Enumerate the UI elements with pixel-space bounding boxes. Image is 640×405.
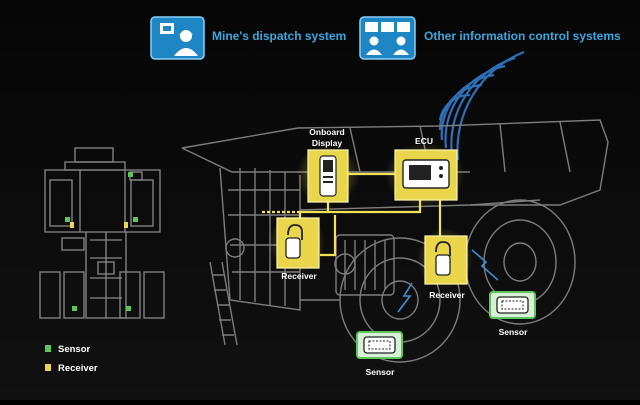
dump-truck-outline (181, 119, 609, 363)
other-systems-header: Other information control systems (359, 16, 621, 60)
onboard-display-label: Onboard (309, 127, 344, 137)
legend-receiver-label: Receiver (58, 363, 98, 374)
receiver-marker (124, 222, 128, 228)
dispatch-system-header: Mine's dispatch system (150, 16, 346, 60)
receiver-left-label: Receiver (281, 271, 317, 281)
sensor-marker (126, 306, 131, 311)
onboard-display: Onboard Display (296, 127, 360, 205)
receiver-right-label: Receiver (429, 290, 465, 300)
sensor-rear: Sensor (489, 291, 536, 337)
sensor-marker (65, 217, 70, 222)
sensor-marker (133, 217, 138, 222)
onboard-display-label-2: Display (312, 138, 343, 148)
wireless-signal-arcs (438, 50, 525, 161)
receiver-antenna-icon (435, 254, 451, 276)
receiver-right: Receiver (417, 228, 473, 300)
ecu-label: ECU (415, 136, 433, 146)
legend-receiver-swatch (45, 364, 51, 371)
dispatch-system-label: Mine's dispatch system (212, 29, 346, 43)
legend-sensor-label: Sensor (58, 344, 91, 355)
sensor-front: Sensor (356, 331, 403, 377)
sensor-rear-label: Sensor (499, 327, 529, 337)
receiver-antenna-icon (285, 237, 301, 259)
top-view-schematic (39, 147, 165, 319)
sensor-marker (72, 306, 77, 311)
sensor-marker (128, 172, 133, 177)
legend: Sensor Receiver (45, 344, 98, 374)
legend-sensor-swatch (45, 345, 51, 352)
sensor-wireless-links (397, 249, 499, 313)
other-systems-label: Other information control systems (424, 29, 621, 43)
receiver-left: Receiver (269, 213, 325, 281)
receiver-marker (70, 222, 74, 228)
ecu-unit: ECU (385, 136, 465, 207)
top-view-markers (65, 172, 138, 311)
sensor-front-label: Sensor (366, 367, 396, 377)
